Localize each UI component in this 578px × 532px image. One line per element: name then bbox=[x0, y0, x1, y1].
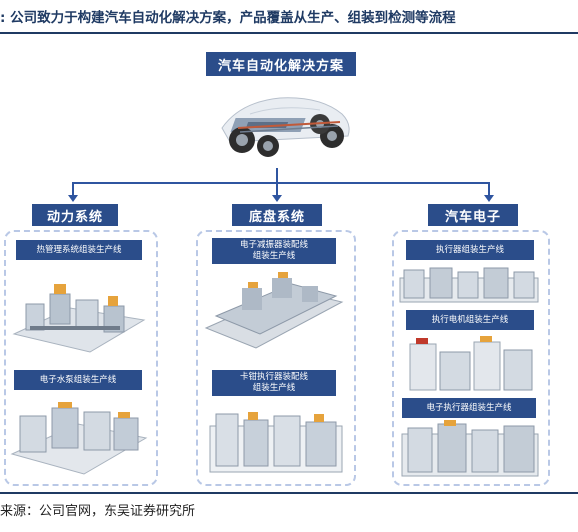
tag-electric-water-pump-line: 电子水泵组装生产线 bbox=[14, 370, 142, 390]
figure-caption: : 公司致力于构建汽车自动化解决方案，产品覆盖从生产、组装到检测等流程 bbox=[0, 10, 456, 26]
tag-electronic-damper-line: 电子减振器装配线 组装生产线 bbox=[212, 238, 336, 264]
main-title: 汽车自动化解决方案 bbox=[206, 52, 356, 76]
tag-caliper-actuator-line: 卡钳执行器装配线 组装生产线 bbox=[212, 370, 336, 396]
top-rule bbox=[0, 32, 578, 34]
tag-actuator-line: 执行器组装生产线 bbox=[406, 240, 534, 260]
connector-right bbox=[488, 182, 490, 195]
connector-left bbox=[72, 182, 74, 195]
source-note: 来源：公司官网，东吴证券研究所 bbox=[0, 504, 196, 519]
connector-middle bbox=[276, 182, 278, 195]
tag-thermal-management-line: 热管理系统组装生产线 bbox=[16, 240, 142, 260]
arrow-right bbox=[484, 195, 494, 202]
damper-line-machine-image bbox=[204, 272, 344, 349]
connector-trunk bbox=[276, 168, 278, 182]
electronic-actuator-line-machine-image bbox=[401, 420, 539, 477]
tag-actuator-motor-line: 执行电机组装生产线 bbox=[406, 310, 534, 330]
connector-horizontal bbox=[72, 182, 490, 184]
actuator-motor-line-machine-image bbox=[409, 336, 533, 391]
category-title-chassis: 底盘系统 bbox=[232, 204, 322, 226]
arrow-middle bbox=[272, 195, 282, 202]
caliper-line-machine-image bbox=[209, 412, 343, 473]
category-title-electronics: 汽车电子 bbox=[428, 204, 518, 226]
water-pump-line-machine-image bbox=[10, 402, 148, 475]
car-chassis-image bbox=[221, 97, 350, 157]
bottom-rule bbox=[0, 492, 578, 494]
thermal-line-machine-image bbox=[12, 284, 146, 353]
category-title-powertrain: 动力系统 bbox=[32, 204, 118, 226]
actuator-line-machine-image bbox=[399, 267, 539, 303]
tag-electronic-actuator-line: 电子执行器组装生产线 bbox=[402, 398, 536, 418]
arrow-left bbox=[68, 195, 78, 202]
